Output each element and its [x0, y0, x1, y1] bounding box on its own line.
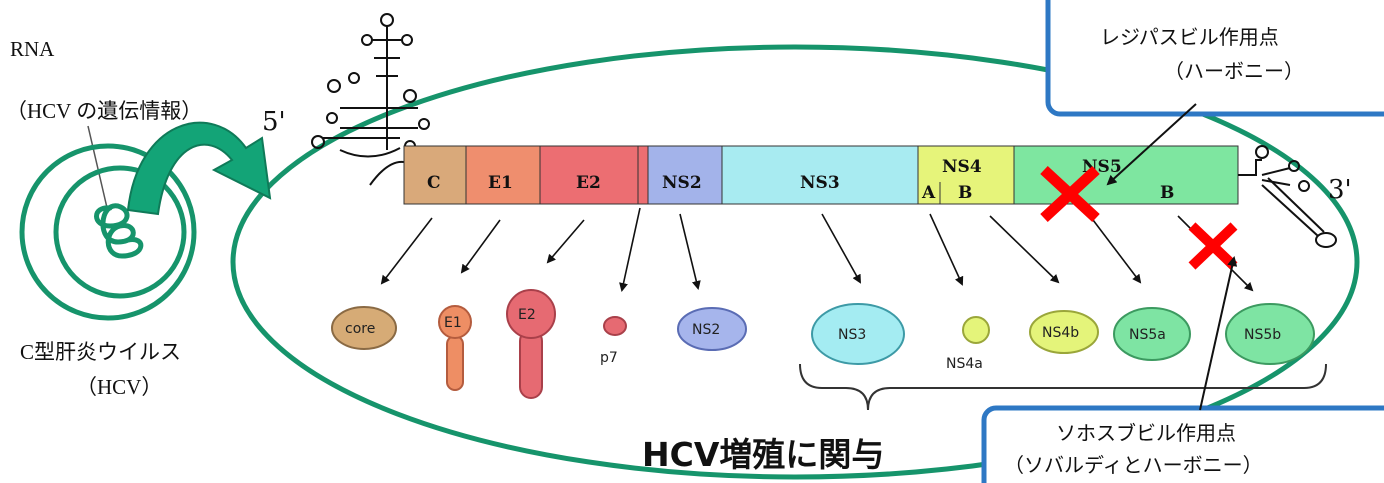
cleavage-arrows — [380, 207, 1254, 292]
segment-c — [403, 145, 467, 205]
rna-pointer-line — [87, 125, 109, 213]
protein-ns3-label: NS3 — [838, 327, 866, 343]
seg-label-ns4-b: B — [958, 183, 972, 203]
protein-ns4a-label: NS4a — [946, 356, 983, 372]
rna-coil-icon — [94, 203, 144, 259]
protein-p7: p7 — [600, 316, 627, 366]
seg-label-c: C — [427, 173, 441, 193]
protein-e2: E2 — [506, 289, 556, 399]
cross-ns5a-icon — [1040, 165, 1100, 223]
seg-label-ns3: NS3 — [800, 173, 840, 193]
seg-label-e2: E2 — [576, 173, 601, 193]
callout-bottom-line1: ソホスブビル作用点 — [1056, 421, 1236, 445]
seg-label-ns4: NS4 — [942, 157, 982, 177]
three-prime-structure — [1238, 145, 1337, 248]
rna-sublabel: （HCV の遺伝情報） — [6, 99, 202, 123]
callout-bottom-box — [981, 405, 1384, 483]
virus-inner-circle — [53, 165, 187, 299]
protein-e1-label: E1 — [444, 315, 462, 331]
seg-label-e1: E1 — [488, 173, 513, 193]
callout-top-box — [1045, 0, 1384, 117]
rna-label: RNA — [10, 37, 55, 61]
bracket — [799, 363, 1327, 411]
protein-ns4a: NS4a — [946, 316, 990, 372]
protein-ns4b: NS4b — [1029, 310, 1099, 354]
callout-top-arrow — [1106, 103, 1197, 186]
callout-bottom-arrow — [1199, 256, 1238, 411]
virus-outer-circle — [19, 143, 197, 321]
protein-ns5a: NS5a — [1113, 307, 1191, 361]
protein-ns5a-label: NS5a — [1129, 327, 1166, 343]
seg-label-ns5-b: B — [1160, 183, 1174, 203]
protein-ns5b-label: NS5b — [1244, 327, 1281, 343]
protein-e1: E1 — [438, 305, 472, 391]
segment-e1 — [465, 145, 541, 205]
virus-sublabel: （HCV） — [76, 375, 162, 399]
genome-bar: C E1 E2 NS2 NS3 NS4 A B NS5 B — [403, 145, 1239, 205]
protein-ns3: NS3 — [811, 303, 905, 365]
five-prime-label: 5' — [262, 107, 286, 137]
cell-ellipse — [230, 44, 1360, 480]
three-prime-label: 3' — [1328, 175, 1352, 205]
protein-ns4b-label: NS4b — [1042, 325, 1079, 341]
protein-core-label: core — [345, 321, 375, 337]
protein-ns2-label: NS2 — [692, 322, 720, 338]
protein-e2-label: E2 — [518, 307, 536, 323]
segment-ns2 — [647, 145, 723, 205]
callout-top-line1: レジパスビル作用点 — [1100, 25, 1279, 49]
protein-core: core — [331, 306, 397, 350]
segment-ns4 — [917, 145, 1015, 205]
seg-label-ns4-a: A — [921, 183, 936, 203]
segment-ns3 — [721, 145, 919, 205]
segment-p7 — [637, 145, 649, 205]
protein-p7-label: p7 — [600, 350, 618, 366]
callout-top-line2: （ハーボニー） — [1164, 59, 1304, 83]
bracket-caption: HCV増殖に関与 — [642, 435, 884, 474]
virus-label: C型肝炎ウイルス — [20, 340, 181, 364]
segment-e2 — [539, 145, 639, 205]
curved-arrow-icon — [126, 121, 272, 216]
callout-bottom-line2: （ソバルディとハーボニー） — [1004, 453, 1263, 477]
protein-ns2: NS2 — [677, 307, 747, 351]
seg-label-ns2: NS2 — [662, 173, 702, 193]
five-prime-structure — [311, 13, 430, 186]
protein-ns5b: NS5b — [1225, 303, 1315, 365]
cross-ns5b-icon — [1188, 222, 1238, 270]
